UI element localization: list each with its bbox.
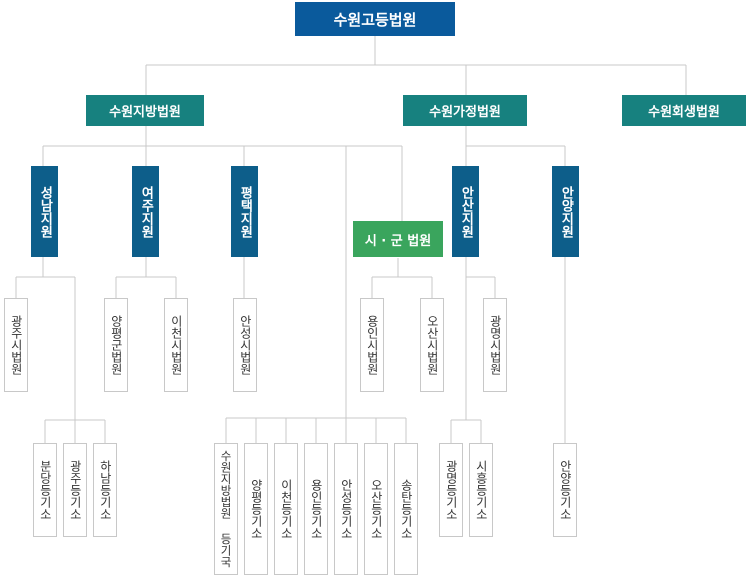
node-label: 용인등기소 — [309, 479, 324, 539]
node-osan-registry: 오산등기소 — [364, 443, 388, 575]
node-anseong-registry: 안성등기소 — [334, 443, 358, 575]
node-label: 광주등기소 — [68, 460, 83, 520]
node-label: 수원지방법원 등기국 — [219, 450, 234, 568]
node-district-court: 수원지방법원 — [86, 95, 204, 126]
node-gwangmyeong-registry: 광명등기소 — [439, 443, 463, 537]
node-label: 양평등기소 — [249, 479, 264, 539]
node-label: 평택지원 — [237, 185, 253, 238]
node-gwangju-city-court: 광주시법원 — [4, 298, 28, 392]
node-songtan-registry: 송탄등기소 — [394, 443, 418, 575]
node-gwangmyeong-city-court: 광명시법원 — [483, 298, 507, 392]
node-label: 수원고등법원 — [333, 10, 417, 29]
node-label: 시흥등기소 — [474, 460, 489, 520]
node-hanam-registry: 하남등기소 — [93, 443, 117, 537]
node-label: 이천등기소 — [279, 479, 294, 539]
node-label: 오산시법원 — [425, 315, 440, 375]
node-bundang-registry: 분당등기소 — [33, 443, 57, 537]
node-label: 안양등기소 — [558, 460, 573, 520]
node-bankruptcy-court: 수원회생법원 — [622, 95, 746, 126]
node-label: 광주시법원 — [9, 315, 24, 375]
node-ansan-branch: 안산지원 — [452, 166, 479, 257]
node-icheon-city-court: 이천시법원 — [164, 298, 188, 392]
node-label: 하남등기소 — [98, 460, 113, 520]
node-osan-city-court: 오산시법원 — [420, 298, 444, 392]
node-seongnam-branch: 성남지원 — [31, 166, 58, 257]
node-high-court: 수원고등법원 — [295, 2, 455, 36]
node-icheon-registry: 이천등기소 — [274, 443, 298, 575]
node-label: 이천시법원 — [169, 315, 184, 375]
node-anseong-city-court: 안성시법원 — [233, 298, 257, 392]
node-label: 수원지방법원 — [109, 105, 181, 120]
node-label: 수원가정법원 — [429, 105, 501, 120]
node-label: 안성등기소 — [339, 479, 354, 539]
node-label: 안성시법원 — [238, 315, 253, 375]
node-label: 오산등기소 — [369, 479, 384, 539]
node-siheung-registry: 시흥등기소 — [469, 443, 493, 537]
node-label: 광명시법원 — [488, 315, 503, 375]
node-label: 안양지원 — [558, 185, 574, 238]
node-pyeongtaek-branch: 평택지원 — [231, 166, 258, 257]
node-yeoju-branch: 여주지원 — [132, 166, 159, 257]
node-label: 여주지원 — [138, 185, 154, 238]
node-yongin-registry: 용인등기소 — [304, 443, 328, 575]
node-yangpyeong-county-court: 양평군법원 — [104, 298, 128, 392]
node-anyang-registry: 안양등기소 — [553, 443, 577, 537]
node-gwangju-registry: 광주등기소 — [63, 443, 87, 537]
node-yongin-city-court: 용인시법원 — [360, 298, 384, 392]
node-yangpyeong-registry: 양평등기소 — [244, 443, 268, 575]
node-suwon-registry-bureau: 수원지방법원 등기국 — [214, 443, 238, 575]
node-label: 양평군법원 — [109, 315, 124, 375]
node-label: 안산지원 — [458, 185, 474, 238]
node-label: 용인시법원 — [365, 315, 380, 375]
node-city-county-courts: 시 · 군 법원 — [353, 221, 443, 257]
node-label: 수원회생법원 — [648, 105, 720, 120]
node-label: 시 · 군 법원 — [364, 233, 432, 249]
node-label: 송탄등기소 — [399, 479, 414, 539]
node-label: 성남지원 — [37, 185, 53, 238]
node-label: 광명등기소 — [444, 460, 459, 520]
node-family-court: 수원가정법원 — [403, 95, 527, 126]
node-anyang-branch: 안양지원 — [552, 166, 579, 257]
node-label: 분당등기소 — [38, 460, 53, 520]
